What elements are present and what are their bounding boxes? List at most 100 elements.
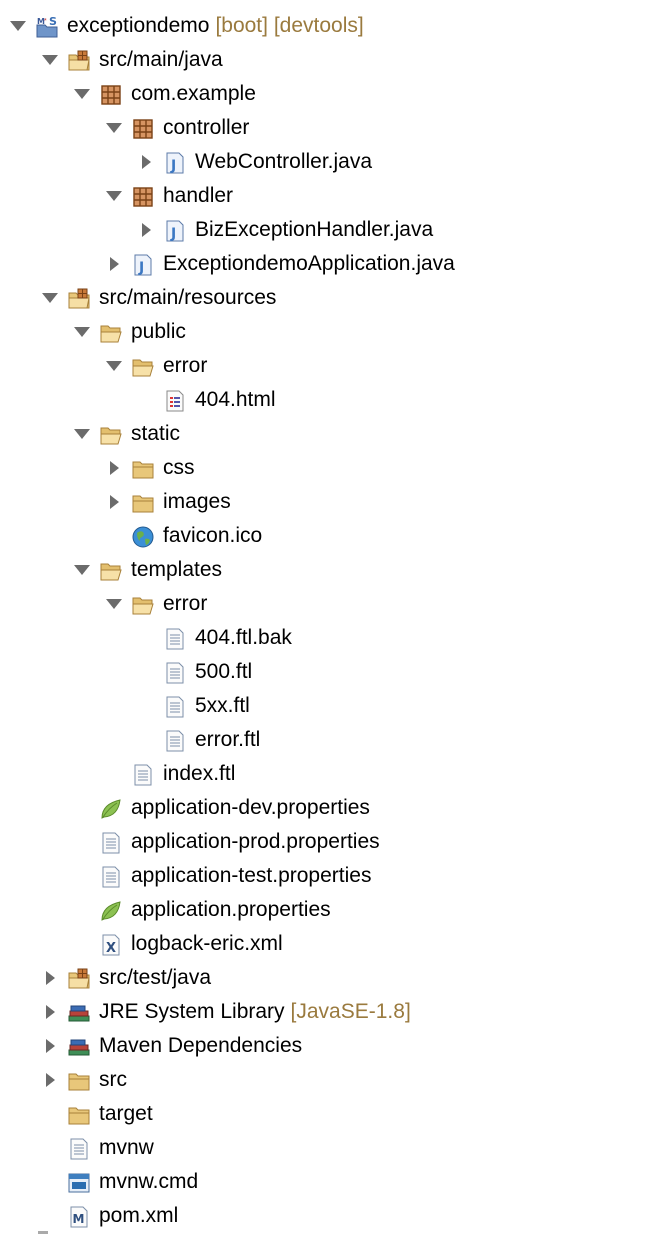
tree-row-label: exceptiondemo[boot] [devtools] <box>67 13 364 39</box>
tree-row[interactable]: Maven Dependencies <box>0 1029 648 1063</box>
tree-row[interactable]: src/main/resources <box>0 281 648 315</box>
collapse-arrow-icon[interactable] <box>105 357 123 375</box>
svg-text:M: M <box>37 17 45 26</box>
tree-row-text: error.ftl <box>195 728 261 751</box>
tree-row[interactable]: application-prod.properties <box>0 825 648 859</box>
library-icon <box>67 1001 91 1025</box>
tree-row[interactable]: application-test.properties <box>0 859 648 893</box>
tree-row[interactable]: J ExceptiondemoApplication.java <box>0 247 648 281</box>
tree-row-text: application.properties <box>131 898 331 921</box>
collapse-arrow-icon[interactable] <box>73 323 91 341</box>
tree-row-label: ExceptiondemoApplication.java <box>163 251 455 277</box>
tree-row[interactable]: target <box>0 1097 648 1131</box>
tree-row[interactable]: mvnw <box>0 1131 648 1165</box>
tree-row[interactable]: src/test/java <box>0 961 648 995</box>
tree-row[interactable]: application.properties <box>0 893 648 927</box>
tree-row[interactable]: css <box>0 451 648 485</box>
java-file-icon: J <box>131 253 155 277</box>
text-file-icon <box>131 763 155 787</box>
tree-row[interactable]: JRE System Library[JavaSE-1.8] <box>0 995 648 1029</box>
collapse-arrow-icon[interactable] <box>41 51 59 69</box>
text-file-icon <box>163 729 187 753</box>
tree-row[interactable]: 404.ftl.bak <box>0 621 648 655</box>
tree-row-label: static <box>131 421 180 447</box>
clipped-next-row <box>38 1231 48 1234</box>
tree-row[interactable]: images <box>0 485 648 519</box>
tree-row-text: public <box>131 320 186 343</box>
tree-row[interactable]: mvnw.cmd <box>0 1165 648 1199</box>
tree-row-label: application-dev.properties <box>131 795 370 821</box>
tree-row-label: handler <box>163 183 233 209</box>
tree-row-text: error <box>163 354 208 377</box>
tree-row-text: controller <box>163 116 250 139</box>
expand-arrow-icon[interactable] <box>137 221 155 239</box>
tree-row[interactable]: error <box>0 587 648 621</box>
folder-open-icon <box>131 593 155 617</box>
tree-row[interactable]: src/main/java <box>0 43 648 77</box>
tree-row-label: pom.xml <box>99 1203 178 1229</box>
tree-row-label: mvnw.cmd <box>99 1169 198 1195</box>
svg-text:J: J <box>138 260 144 276</box>
tree-row-label: controller <box>163 115 249 141</box>
tree-row[interactable]: application-dev.properties <box>0 791 648 825</box>
tree-row[interactable]: 5xx.ftl <box>0 689 648 723</box>
tree-row[interactable]: public <box>0 315 648 349</box>
tree-row-label: favicon.ico <box>163 523 262 549</box>
tree-row-label: BizExceptionHandler.java <box>195 217 433 243</box>
text-file-icon <box>67 1137 91 1161</box>
tree-row-text: 404.ftl.bak <box>195 626 292 649</box>
tree-row-text: 5xx.ftl <box>195 694 250 717</box>
spring-leaf-icon <box>99 899 123 923</box>
tree-row[interactable]: index.ftl <box>0 757 648 791</box>
package-icon <box>99 83 123 107</box>
expand-arrow-icon[interactable] <box>105 459 123 477</box>
tree-row-decoration: [boot] [devtools] <box>215 14 364 37</box>
tree-row-label: JRE System Library[JavaSE-1.8] <box>99 999 411 1025</box>
tree-row-label: templates <box>131 557 222 583</box>
tree-row-text: com.example <box>131 82 256 105</box>
collapse-arrow-icon[interactable] <box>41 289 59 307</box>
tree-row[interactable]: templates <box>0 553 648 587</box>
collapse-arrow-icon[interactable] <box>105 119 123 137</box>
expand-arrow-icon[interactable] <box>41 1003 59 1021</box>
collapse-arrow-icon[interactable] <box>9 17 27 35</box>
expand-arrow-icon[interactable] <box>41 1071 59 1089</box>
tree-row[interactable]: 500.ftl <box>0 655 648 689</box>
tree-row[interactable]: controller <box>0 111 648 145</box>
tree-row-label: Maven Dependencies <box>99 1033 302 1059</box>
svg-text:J: J <box>170 158 176 174</box>
tree-row-text: handler <box>163 184 234 207</box>
collapse-arrow-icon[interactable] <box>73 561 91 579</box>
expand-arrow-icon[interactable] <box>105 255 123 273</box>
tree-row-text: src/main/java <box>99 48 223 71</box>
tree-row[interactable]: favicon.ico <box>0 519 648 553</box>
collapse-arrow-icon[interactable] <box>105 595 123 613</box>
expand-arrow-icon[interactable] <box>137 153 155 171</box>
tree-row-text: exceptiondemo <box>67 14 210 37</box>
tree-row[interactable]: handler <box>0 179 648 213</box>
tree-row[interactable]: error <box>0 349 648 383</box>
folder-open-icon <box>99 559 123 583</box>
tree-row-text: JRE System Library <box>99 1000 285 1023</box>
collapse-arrow-icon[interactable] <box>105 187 123 205</box>
tree-row[interactable]: com.example <box>0 77 648 111</box>
tree-row-label: error <box>163 353 207 379</box>
expand-arrow-icon[interactable] <box>105 493 123 511</box>
tree-row[interactable]: error.ftl <box>0 723 648 757</box>
collapse-arrow-icon[interactable] <box>73 85 91 103</box>
tree-row[interactable]: src <box>0 1063 648 1097</box>
tree-row-text: application-prod.properties <box>131 830 380 853</box>
folder-icon <box>131 457 155 481</box>
collapse-arrow-icon[interactable] <box>73 425 91 443</box>
tree-row[interactable]: static <box>0 417 648 451</box>
java-file-icon: J <box>163 151 187 175</box>
text-file-icon <box>163 627 187 651</box>
tree-row[interactable]: 404.html <box>0 383 648 417</box>
expand-arrow-icon[interactable] <box>41 1037 59 1055</box>
expand-arrow-icon[interactable] <box>41 969 59 987</box>
